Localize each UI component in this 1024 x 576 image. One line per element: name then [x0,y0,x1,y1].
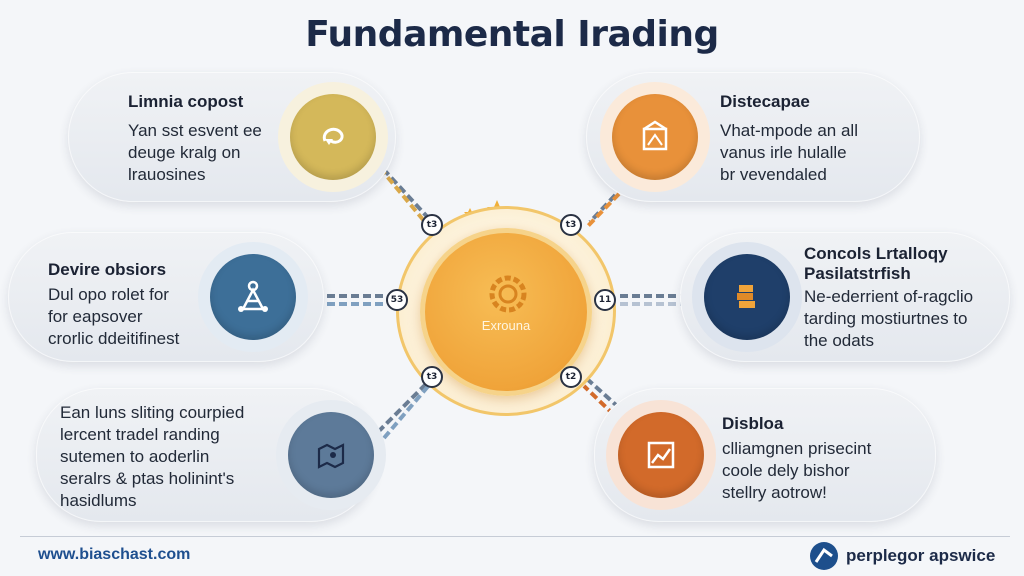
hub-label: Exrouna [481,318,531,333]
node-bottom-left: t3 [421,366,443,388]
chart-icon [647,441,675,469]
footer-divider [20,536,1010,537]
card-bottom-right-icon-ring [606,400,716,510]
footer-brand: perplegor apswice [846,546,996,565]
network-icon [238,280,268,312]
card-mid-left-title: Devire obsiors [48,260,167,279]
card-bottom-right-title: Disbloa [722,414,784,433]
card-top-left-icon-ring [278,82,388,192]
card-top-right-title: Distecapae [720,92,810,111]
card-bottom-left-icon-ring [276,400,386,510]
card-mid-left-icon-ring [198,242,308,352]
card-mid-right-title: Concols Lrtalloqy Pasilatstrfish [804,244,948,283]
node-top-left: t3 [421,214,443,236]
card-top-right-icon-ring [600,82,710,192]
building-icon [642,120,668,151]
card-top-left-title: Limnia copost [128,92,244,111]
node-mid-right: 11 [594,289,616,311]
footer-url[interactable]: www.biaschast.com [38,546,191,563]
stack-icon [737,285,755,308]
node-top-right: t3 [560,214,582,236]
map-icon [317,443,345,469]
node-mid-left: 53 [386,289,408,311]
brand-logo-icon [810,542,838,570]
cycle-arrow-icon [322,127,344,145]
gear-icon [489,275,527,313]
node-bottom-right: t2 [560,366,582,388]
page-title: Fundamental Irading [305,14,719,55]
card-mid-right-icon-ring [692,242,802,352]
